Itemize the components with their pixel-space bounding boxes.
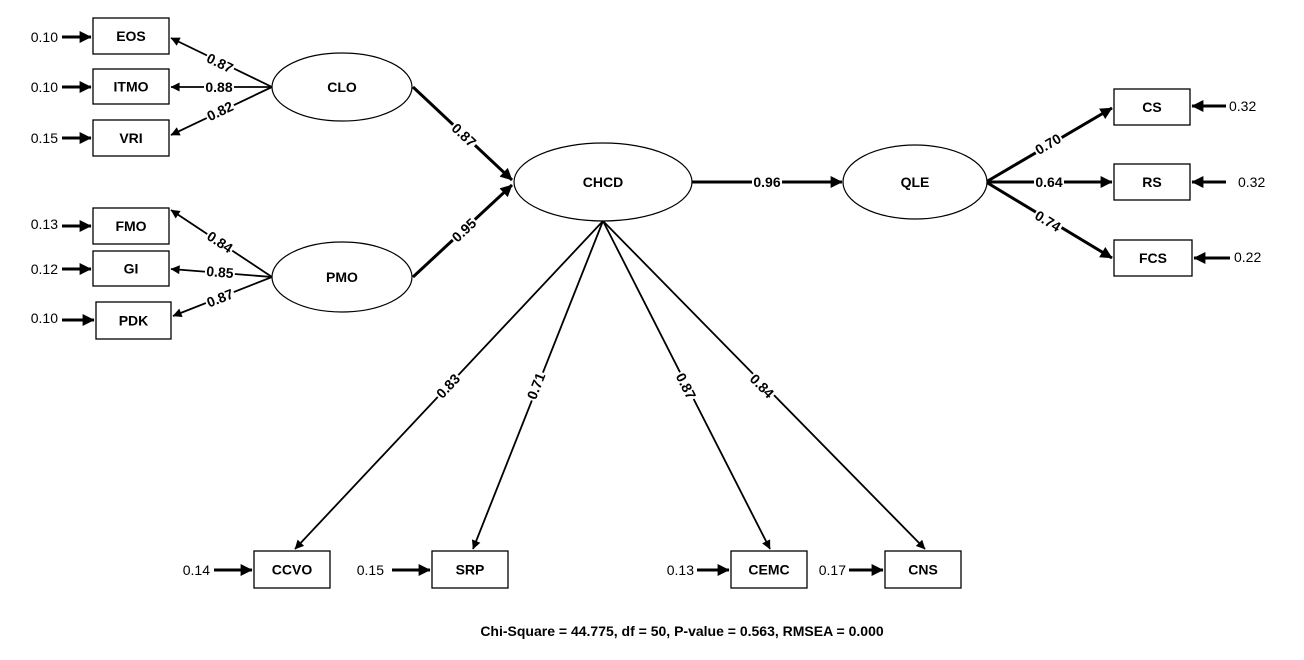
coef-label-chcd-qle: 0.96: [752, 174, 782, 190]
observed-cemc: CEMC: [730, 550, 808, 589]
coef-label-qle-rs: 0.64: [1034, 174, 1064, 190]
observed-pdk: PDK: [95, 301, 172, 340]
latent-ellipse: [271, 241, 413, 313]
latent-chcd: CHCD: [513, 142, 693, 222]
observed-box: [1113, 239, 1193, 277]
observed-label: CNS: [908, 562, 938, 578]
observed-cs: CS: [1113, 88, 1191, 126]
error-variance-cemc: 0.13: [667, 562, 694, 578]
observed-box: [730, 550, 808, 589]
path-coefficient: 0.64: [1035, 174, 1062, 190]
observed-box: [92, 207, 170, 245]
error-variance-srp: 0.15: [357, 562, 384, 578]
observed-label: SRP: [456, 562, 485, 578]
latent-label: PMO: [326, 269, 358, 285]
observed-label: ITMO: [114, 79, 149, 95]
observed-label: CCVO: [272, 562, 313, 578]
coef-label-chcd-cemc: 0.87: [672, 369, 700, 403]
observed-label: VRI: [119, 130, 142, 146]
latent-label: CHCD: [583, 174, 623, 190]
observed-ccvo: CCVO: [253, 550, 331, 589]
observed-box: [95, 301, 172, 340]
path-coefficient: 0.87: [204, 285, 235, 310]
path-coefficient: 0.71: [524, 370, 549, 401]
observed-vri: VRI: [92, 119, 170, 157]
latent-ellipse: [271, 52, 413, 122]
observed-box: [92, 17, 170, 55]
path-coefficient: 0.96: [753, 174, 780, 190]
latent-clo: CLO: [271, 52, 413, 122]
observed-label: FMO: [115, 218, 146, 234]
observed-box: [92, 68, 170, 105]
observed-box: [1113, 163, 1191, 201]
error-variance-vri: 0.15: [31, 130, 58, 146]
observed-box: [1113, 88, 1191, 126]
observed-box: [92, 119, 170, 157]
latent-ellipse: [513, 142, 693, 222]
latent-ellipse: [842, 144, 988, 220]
observed-label: CEMC: [748, 562, 789, 578]
error-variance-eos: 0.10: [31, 29, 58, 45]
error-variance-ccvo: 0.14: [183, 562, 210, 578]
observed-box: [92, 250, 170, 287]
observed-fcs: FCS: [1113, 239, 1193, 277]
latent-pmo: PMO: [271, 241, 413, 313]
observed-box: [884, 550, 962, 589]
coef-label-clo-vri: 0.82: [203, 97, 237, 125]
observed-label: EOS: [116, 28, 146, 44]
observed-label: RS: [1142, 174, 1161, 190]
latent-label: CLO: [327, 79, 357, 95]
error-variance-fcs: 0.22: [1234, 249, 1261, 265]
error-variance-itmo: 0.10: [31, 79, 58, 95]
path-coefficient: 0.85: [206, 263, 235, 281]
observed-gi: GI: [92, 250, 170, 287]
path-coefficient: 0.84: [747, 371, 778, 402]
error-variance-rs: 0.32: [1238, 174, 1265, 190]
error-variance-fmo: 0.13: [31, 216, 58, 232]
latent-qle: QLE: [842, 144, 988, 220]
coef-label-clo-itmo: 0.88: [204, 79, 234, 95]
observed-srp: SRP: [431, 550, 509, 589]
coef-label-chcd-srp: 0.71: [523, 369, 549, 403]
coef-label-clo-eos: 0.87: [203, 49, 237, 77]
observed-label: PDK: [119, 313, 149, 329]
observed-box: [253, 550, 331, 589]
error-variance-cs: 0.32: [1229, 98, 1256, 114]
observed-fmo: FMO: [92, 207, 170, 245]
error-variance-pdk: 0.10: [31, 310, 58, 326]
coef-label-pmo-fmo: 0.84: [203, 227, 237, 257]
coef-label-pmo-gi: 0.85: [204, 262, 236, 282]
observed-box: [431, 550, 509, 589]
latent-label: QLE: [901, 174, 930, 190]
observed-cns: CNS: [884, 550, 962, 589]
coef-label-pmo-pdk: 0.87: [203, 285, 237, 311]
observed-label: GI: [124, 261, 139, 277]
error-variance-cns: 0.17: [819, 562, 846, 578]
path-coefficient: 0.88: [205, 79, 232, 95]
error-variance-gi: 0.12: [31, 261, 58, 277]
observed-label: FCS: [1139, 250, 1167, 266]
observed-rs: RS: [1113, 163, 1191, 201]
observed-label: CS: [1142, 99, 1161, 115]
coef-label-chcd-cns: 0.84: [745, 369, 779, 403]
observed-itmo: ITMO: [92, 68, 170, 105]
observed-eos: EOS: [92, 17, 170, 55]
fit-statistics: Chi-Square = 44.775, df = 50, P-value = …: [480, 623, 884, 639]
